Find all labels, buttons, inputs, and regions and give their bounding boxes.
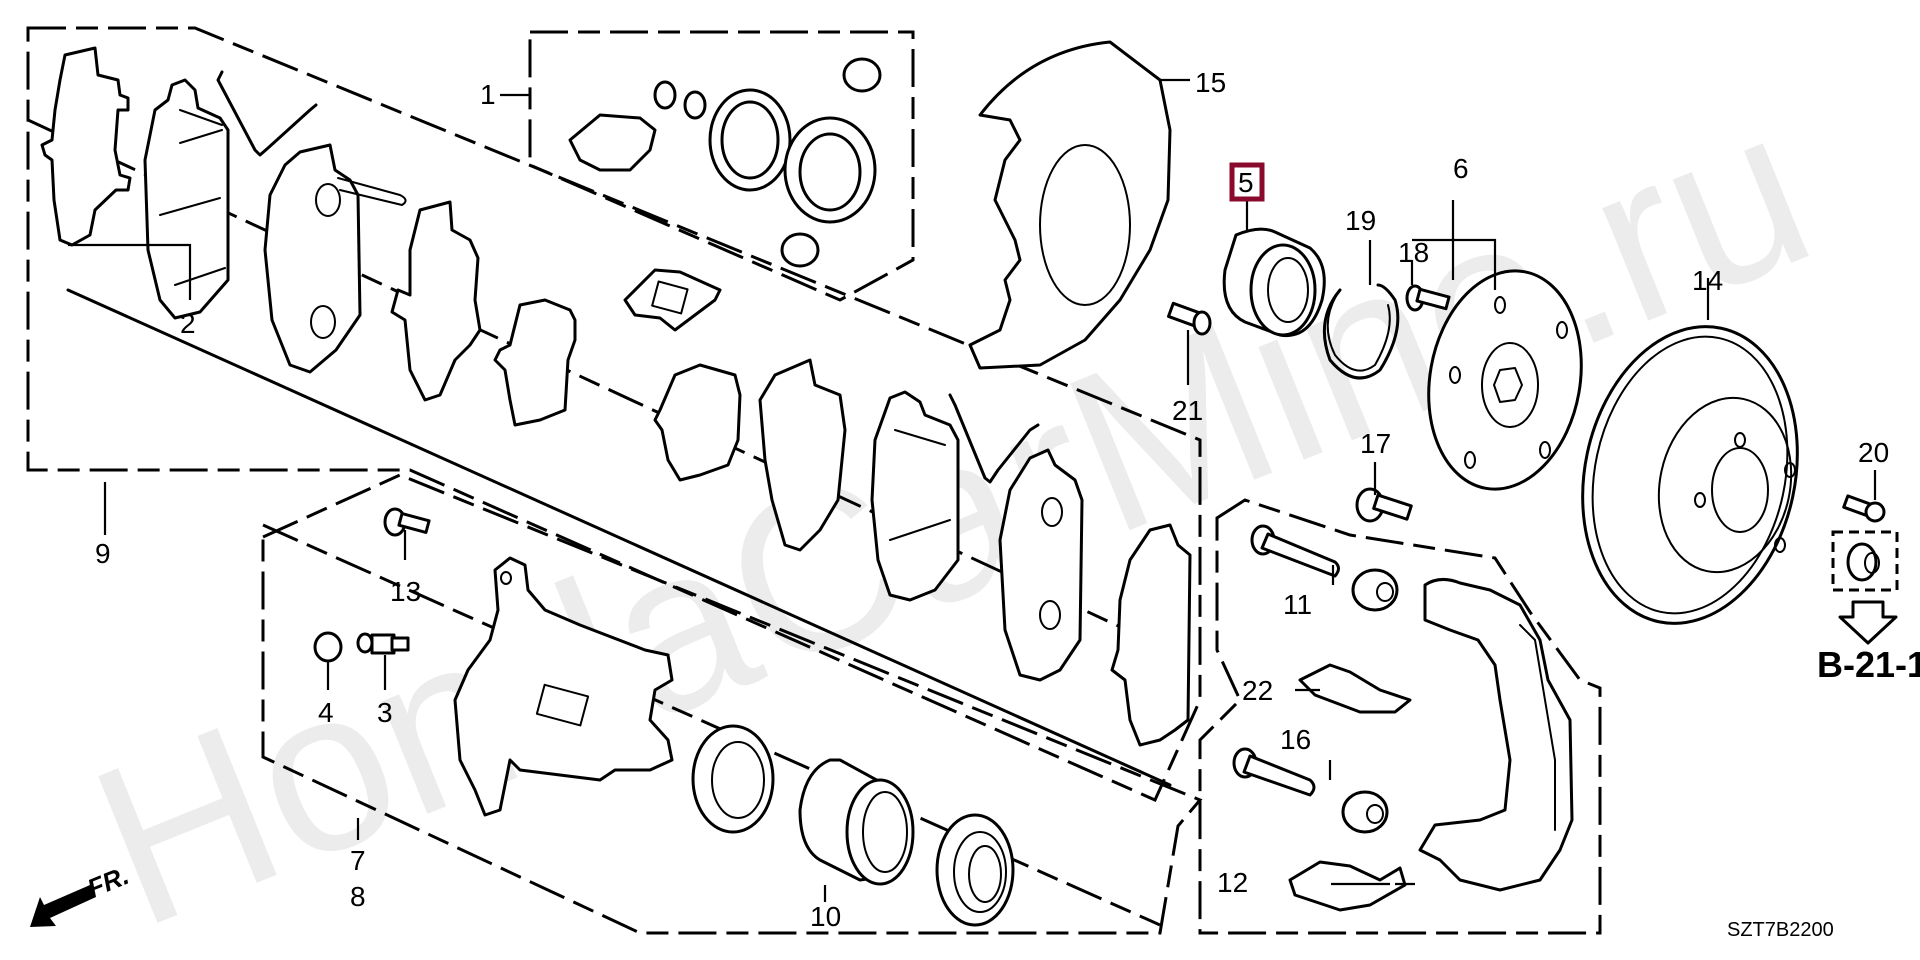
highlight-box-5[interactable]	[1229, 162, 1265, 202]
part-pad-retainer-12[interactable]	[1288, 860, 1407, 912]
group-outline-9	[26, 26, 1202, 802]
part-shim-inner-2[interactable]	[493, 298, 577, 427]
part-pin-boot-upper[interactable]	[1351, 568, 1399, 612]
callout-21[interactable]: 21	[1172, 395, 1203, 426]
reference-link[interactable]: B-21-1	[1817, 644, 1920, 685]
front-arrow-icon	[30, 885, 96, 927]
part-hub-bolt[interactable]	[1405, 284, 1451, 312]
callout-18[interactable]: 18	[1398, 237, 1429, 268]
part-bleeder-screw[interactable]	[356, 632, 410, 655]
callout-11[interactable]: 11	[1283, 589, 1312, 620]
reference-arrow-icon[interactable]	[1838, 600, 1898, 645]
part-bolt-21[interactable]	[1167, 301, 1212, 336]
part-seal-kit[interactable]	[568, 57, 882, 268]
diagram-code: SZT7B2200	[1727, 919, 1834, 941]
part-snap-ring[interactable]	[1322, 283, 1400, 380]
part-dust-boot[interactable]	[935, 813, 1015, 927]
part-bleeder-cap[interactable]	[313, 631, 343, 663]
callout-6[interactable]: 6	[1453, 153, 1469, 184]
leader-lines	[68, 78, 1877, 902]
part-brake-pad-1[interactable]	[143, 78, 230, 320]
callout-4[interactable]: 4	[318, 697, 334, 728]
callout-20[interactable]: 20	[1858, 437, 1889, 468]
part-hub-unit[interactable]	[1412, 259, 1598, 502]
pad-divider-upper	[66, 288, 1172, 787]
callout-19[interactable]: 19	[1345, 205, 1376, 236]
part-flange-bolt-13[interactable]	[383, 507, 431, 537]
part-disc-screw[interactable]	[1842, 494, 1886, 523]
callout-labels: 1 2 3 4 5 6 7 8 9 10 11 12 13 14 15 16 1…	[95, 67, 1889, 932]
part-brake-pad-2[interactable]	[263, 143, 407, 374]
callout-2[interactable]: 2	[180, 308, 196, 339]
part-wear-spring-2[interactable]	[948, 393, 1040, 484]
group-outline-bracket	[1198, 498, 1602, 935]
callout-10[interactable]: 10	[810, 901, 841, 932]
front-direction-indicator: FR.	[30, 860, 133, 927]
part-guide-pin-16[interactable]	[1232, 747, 1316, 797]
part-pad-retainer-22[interactable]	[1298, 663, 1412, 714]
wheel-nut-reference[interactable]	[1831, 530, 1899, 592]
part-shim-outer-right[interactable]	[1110, 523, 1192, 747]
part-shim-outer-left[interactable]	[40, 46, 132, 247]
part-wear-spring[interactable]	[216, 70, 318, 157]
callout-1[interactable]: 1	[480, 79, 496, 110]
part-caliper-bracket[interactable]	[1418, 578, 1574, 892]
part-flange-bolt-17[interactable]	[1355, 487, 1413, 523]
part-pin-boot-lower[interactable]	[1341, 790, 1389, 834]
group-outline-7-8	[261, 473, 1203, 935]
callout-15[interactable]: 15	[1195, 67, 1226, 98]
callout-16[interactable]: 16	[1280, 724, 1311, 755]
group-outline-1	[528, 30, 915, 302]
part-brake-pad-4[interactable]	[998, 448, 1084, 682]
callout-22[interactable]: 22	[1242, 675, 1273, 706]
callout-8[interactable]: 8	[350, 881, 366, 912]
part-brake-disc[interactable]	[1556, 306, 1824, 643]
callout-12[interactable]: 12	[1217, 867, 1248, 898]
callout-9[interactable]: 9	[95, 538, 111, 569]
part-piston[interactable]	[798, 758, 915, 886]
part-shim-right-2[interactable]	[758, 358, 847, 552]
part-guide-pin-11[interactable]	[1250, 524, 1340, 578]
callout-13[interactable]: 13	[390, 576, 421, 607]
part-shim-right-1[interactable]	[653, 363, 742, 482]
callout-7[interactable]: 7	[350, 845, 366, 876]
part-shim-inner-left[interactable]	[390, 200, 482, 402]
part-splash-guard[interactable]	[968, 40, 1172, 370]
part-piston-seal[interactable]	[691, 724, 775, 834]
part-caliper-body[interactable]	[453, 556, 674, 817]
part-hub-bearing[interactable]	[1222, 227, 1326, 338]
callout-14[interactable]: 14	[1692, 265, 1723, 296]
callout-17[interactable]: 17	[1360, 428, 1391, 459]
part-grease-packet[interactable]	[623, 268, 722, 332]
callout-5[interactable]: 5	[1238, 167, 1254, 198]
callout-3[interactable]: 3	[377, 697, 393, 728]
part-brake-pad-3[interactable]	[870, 390, 960, 602]
